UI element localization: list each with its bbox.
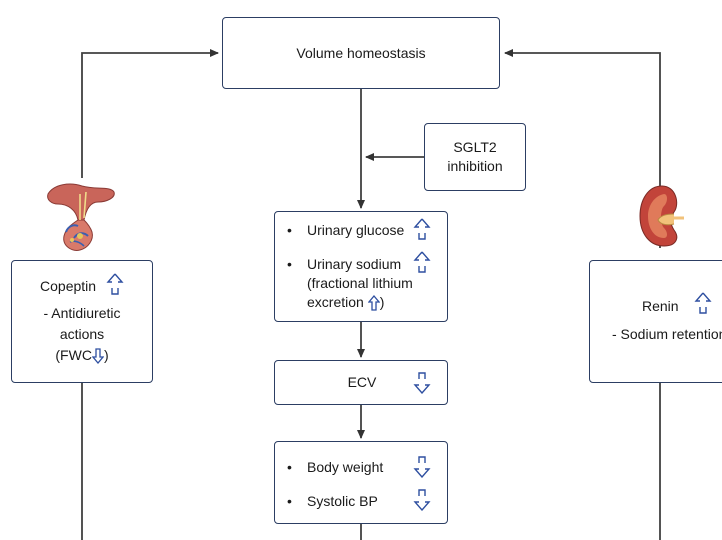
volume-homeostasis-label: Volume homeostasis — [296, 44, 426, 61]
kidney-icon — [639, 185, 684, 247]
bullet: • — [287, 493, 292, 509]
body-weight-label: Body weight — [307, 459, 384, 475]
excretion-text-group: excretion ) — [307, 293, 384, 312]
ecv-label: ECV — [347, 374, 377, 390]
outcomes-box: • Body weight • Systolic BP — [274, 441, 448, 524]
small-increase-arrow-icon — [367, 295, 380, 311]
bullet: • — [287, 459, 292, 475]
renin-box: Renin - Sodium retention — [589, 260, 722, 383]
fwc-open: (FWC — [55, 347, 92, 363]
copeptin-line4: (FWC ) — [12, 346, 152, 365]
copeptin-title: Copeptin — [40, 278, 97, 294]
copeptin-title-row: Copeptin — [12, 273, 152, 296]
renin-title: Renin — [642, 298, 679, 314]
sglt2-line1: SGLT2 — [453, 139, 497, 155]
right-top-line — [504, 49, 661, 248]
increase-arrow-icon — [413, 218, 431, 240]
left-top-line — [81, 49, 219, 178]
increase-arrow-icon — [106, 273, 124, 295]
urinary-sodium-label: Urinary sodium — [307, 256, 402, 272]
ecv-box: ECV — [274, 360, 448, 405]
urinary-effects-box: • Urinary glucose • Urinary sodium (frac… — [274, 211, 448, 322]
pituitary-gland-icon — [47, 183, 115, 251]
volume-homeostasis-box: Volume homeostasis — [222, 17, 500, 89]
renin-title-row: Renin — [642, 292, 713, 316]
fractional-lithium-label: (fractional lithium — [307, 275, 413, 291]
small-decrease-arrow-icon — [91, 348, 104, 365]
copeptin-line2: - Antidiuretic — [43, 305, 121, 321]
renin-line2: - Sodium retention — [612, 326, 722, 342]
increase-arrow-icon — [413, 251, 431, 273]
copeptin-line3: actions — [59, 326, 105, 342]
bullet: • — [287, 222, 292, 238]
sglt2-inhibition-box: SGLT2 inhibition — [424, 123, 526, 191]
sglt2-line2: inhibition — [447, 158, 503, 174]
systolic-bp-label: Systolic BP — [307, 493, 378, 509]
urinary-glucose-label: Urinary glucose — [307, 222, 405, 238]
excretion-label: excretion — [307, 294, 364, 310]
bullet: • — [287, 256, 292, 272]
decrease-arrow-icon — [413, 372, 431, 394]
copeptin-box: Copeptin - Antidiuretic actions (FWC ) — [11, 260, 153, 383]
excretion-close-paren: ) — [379, 294, 385, 310]
increase-arrow-icon — [694, 292, 713, 314]
fwc-close: ) — [103, 347, 109, 363]
decrease-arrow-icon — [413, 489, 431, 511]
decrease-arrow-icon — [413, 456, 431, 478]
